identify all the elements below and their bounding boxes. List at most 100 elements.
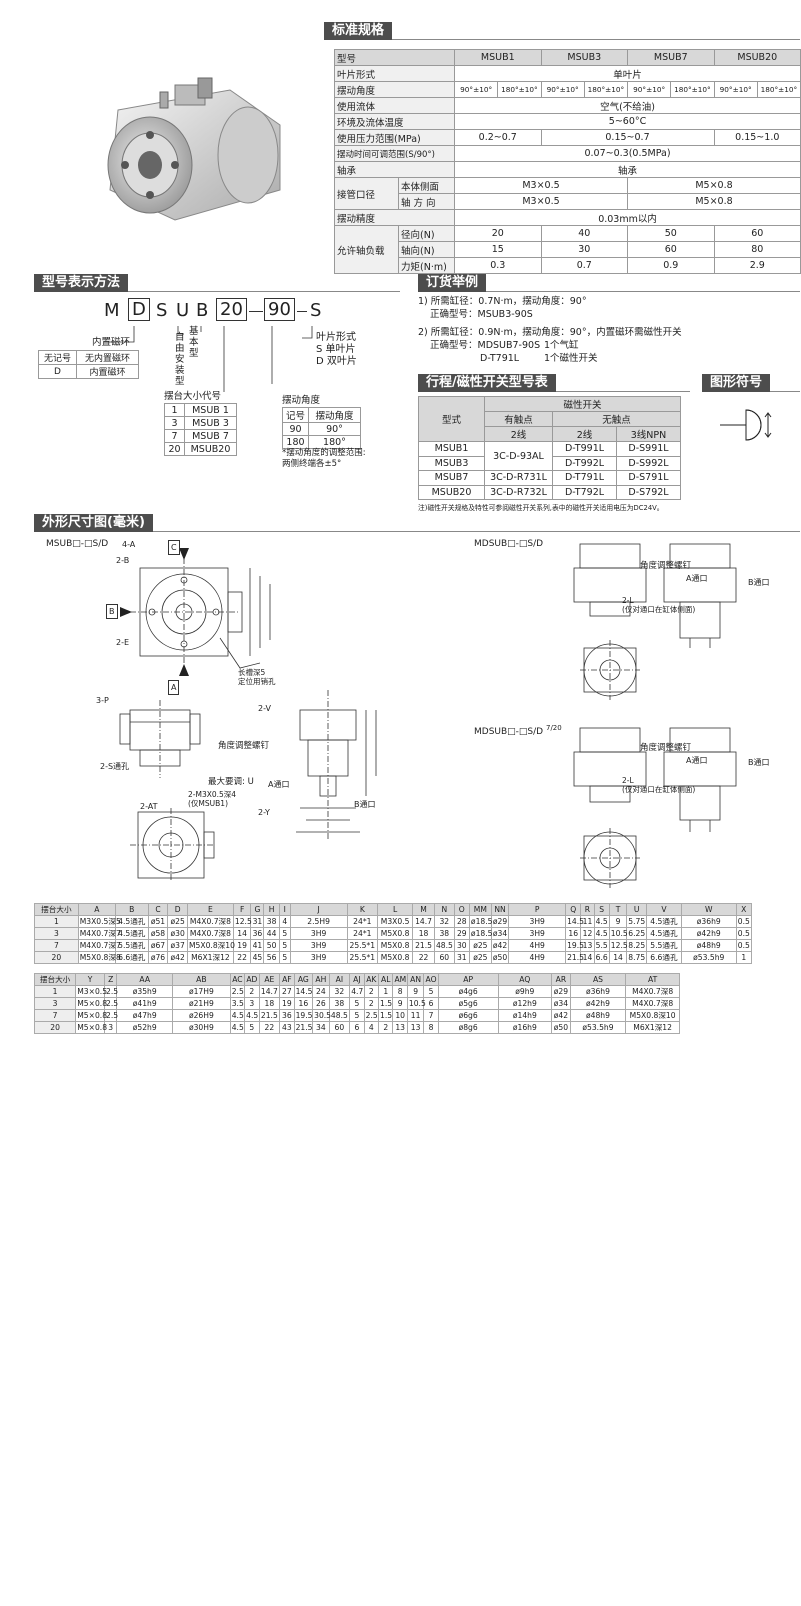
dims-cell: 4.5通孔 (114, 927, 149, 940)
dims-header-cell: J (289, 903, 348, 916)
dims-cell: ø36h9 (569, 985, 627, 998)
dims-cell: ø29 (551, 985, 571, 998)
dims-cell: ø42h9 (680, 927, 737, 940)
dims-cell: 1.5 (378, 1009, 394, 1022)
dims-cell: 0.5 (735, 939, 753, 952)
dims-cell: 21.5 (565, 951, 585, 964)
dims-cell: ø25 (468, 939, 492, 952)
dims-header-cell: R (580, 903, 595, 916)
dims-cell: 24*1 (346, 915, 379, 928)
dims-cell: 21.5 (412, 939, 435, 952)
size-cell: MSUB20 (184, 442, 237, 456)
dims-cell: 2 (244, 985, 260, 998)
dims-header-cell: AG (293, 973, 314, 986)
dims-cell: M5X0.8 (377, 951, 414, 964)
spec-label: 本体侧面 (397, 177, 456, 194)
dims-cell: 4H9 (508, 939, 567, 952)
dims-cell: 25.5*1 (346, 939, 379, 952)
dims-cell: 4.5通孔 (645, 915, 682, 928)
dims-cell: ø50 (490, 951, 510, 964)
spec-value: 0.07~0.3(0.5MPa) (454, 145, 801, 162)
dims-header-cell: 摆台大小 (33, 973, 77, 986)
dims-cell: 60 (328, 1021, 351, 1034)
spec-label: 力矩(N·m) (397, 257, 456, 274)
dims-header-cell: M (412, 903, 435, 916)
dims-cell: ø17H9 (172, 985, 231, 998)
dims-cell: 38 (263, 915, 280, 928)
dims-cell: 44 (263, 927, 280, 940)
dims-header-cell: MM (468, 903, 492, 916)
spec-value: 0.15~0.7 (540, 129, 715, 146)
dims-cell: 29 (453, 927, 470, 940)
dims-cell: 8.25 (626, 939, 647, 952)
dims-header-cell: AL (378, 973, 394, 986)
dims-cell: 32 (433, 915, 455, 928)
spec-value: 20 (454, 225, 542, 242)
dims-cell: ø36h9 (680, 915, 737, 928)
dims-cell: 6 (423, 997, 439, 1010)
dims-cell: 36 (250, 927, 265, 940)
angle-note: *摆动角度的调整范围:两侧终端各±5° (282, 448, 366, 470)
dims-cell: 31 (453, 951, 470, 964)
dims-cell: 2.5 (104, 985, 119, 998)
mag-title: 内置磁环 (92, 337, 131, 348)
dims-header-cell: AM (392, 973, 408, 986)
size-title: 摆台大小代号 (164, 391, 222, 402)
switch-cell: D-S991L (616, 441, 681, 457)
dims-header-cell: A (77, 903, 116, 916)
dims-cell: 14.7 (258, 985, 281, 998)
dims-cell: M4X0.7深8 (625, 997, 680, 1010)
symbol-title: 图形符号 (702, 374, 771, 392)
dims-cell: 3.5 (229, 997, 246, 1010)
dims-cell: 14.5 (565, 915, 585, 928)
pin-text: 定位用销孔 (238, 677, 276, 686)
spec-label: 轴向(N) (397, 241, 456, 258)
side-port-note-text: (仅对通口在缸体侧面) (622, 785, 696, 794)
max-stroke-label: 最大要调: U (208, 777, 254, 787)
dims-cell: 5 (349, 1009, 365, 1022)
angle-cell: 摆动角度 (308, 407, 361, 423)
dims-cell: ø18.5 (468, 915, 493, 928)
dims-header-cell: G (250, 903, 265, 916)
spec-label: 径向(N) (397, 225, 456, 242)
dims-cell: 22 (412, 951, 435, 964)
port-b-label-2: B通口 (748, 578, 770, 587)
size-cell: 1 (164, 403, 185, 417)
spec-value: 180°±10° (497, 81, 542, 98)
switch-cell: MSUB1 (418, 441, 485, 457)
spec-value: 80 (713, 241, 801, 258)
label-a: A (168, 680, 180, 695)
size-cell: MSUB 3 (184, 416, 237, 430)
order-title: 订货举例 (418, 274, 487, 292)
spec-value: 90°±10° (627, 81, 672, 98)
dims-cell: 5 (278, 927, 291, 940)
dims-cell: ø48h9 (569, 1009, 627, 1022)
spec-header-cell: 型号 (333, 49, 456, 66)
dims-title: 外形尺寸图(毫米) (34, 514, 153, 532)
dims-header-cell: T (608, 903, 628, 916)
dims-cell: M5×0.8 (75, 1021, 108, 1034)
dims-cell: 12.5 (608, 939, 628, 952)
dims-header-cell: D (167, 903, 188, 916)
dims-cell: 21.5 (293, 1021, 314, 1034)
dims-cell: 9 (406, 985, 425, 998)
dims-cell: ø4g6 (437, 985, 499, 998)
dims-cell: 13 (580, 939, 595, 952)
dims-cell: 20 (33, 1021, 77, 1034)
spec-value: 60 (627, 241, 715, 258)
spec-value: 0.9 (627, 257, 715, 274)
dims-header-cell: AT (625, 973, 680, 986)
